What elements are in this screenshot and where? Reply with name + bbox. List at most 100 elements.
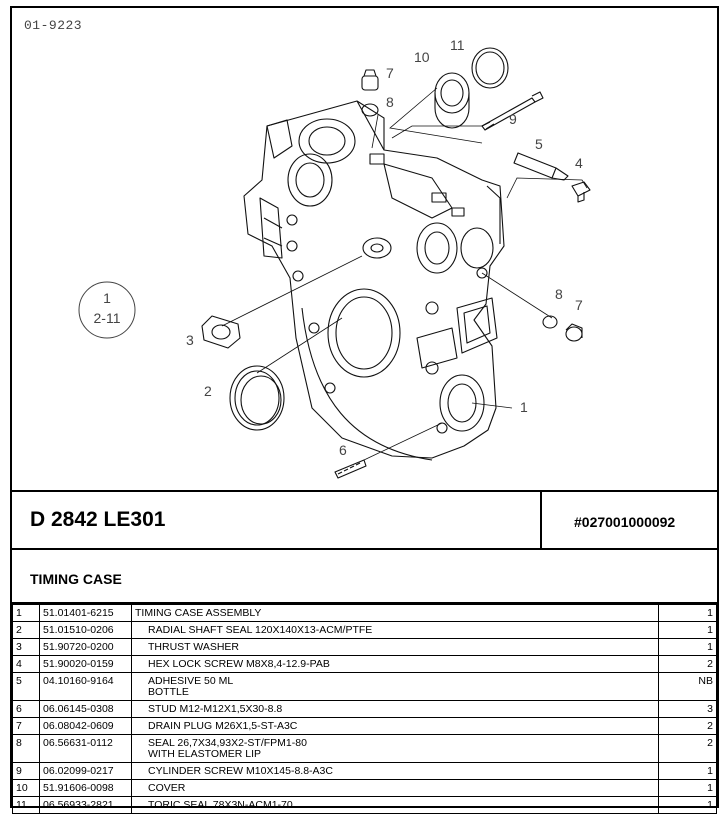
description-line: TIMING CASE ASSEMBLY (135, 607, 262, 619)
part-position: 8 (12, 734, 40, 763)
description-line: CYLINDER SCREW M10X145-8.8-A3C (148, 765, 333, 777)
callout-3: 3 (186, 332, 194, 348)
callout-1: 1 (520, 399, 528, 415)
title-divider (540, 492, 542, 548)
part-description: TORIC SEAL 78X3N-ACM1-70 (131, 796, 659, 814)
callout-7-right: 7 (575, 297, 583, 313)
part-position: 2 (12, 621, 40, 639)
callout-8-right: 8 (555, 286, 563, 302)
callout-8: 8 (386, 94, 394, 110)
callout-6: 6 (339, 442, 347, 458)
part-position: 5 (12, 672, 40, 701)
part-description: CYLINDER SCREW M10X145-8.8-A3C (131, 762, 659, 780)
callout-11: 11 (450, 37, 465, 53)
timing-case-illustration: 1 2-11 1 2 3 4 5 6 7 8 9 10 11 7 8 (78, 37, 591, 479)
description-line: STUD M12-M12X1,5X30-8.8 (148, 703, 283, 715)
part-number: 51.01401-6215 (39, 604, 132, 622)
radial-seal-part-2 (229, 365, 285, 431)
part-description: TIMING CASE ASSEMBLY (131, 604, 659, 622)
part-quantity: 1 (658, 779, 717, 797)
description-line: TORIC SEAL 78X3N-ACM1-70 (148, 799, 293, 811)
part-number: 06.06145-0308 (39, 700, 132, 718)
section-title: TIMING CASE (30, 571, 122, 587)
seal-part-8-top (361, 103, 379, 117)
part-position: 9 (12, 762, 40, 780)
description-line: ADHESIVE 50 ML (148, 675, 234, 687)
callout-10: 10 (414, 49, 430, 65)
part-number: 06.56933-2821 (39, 796, 132, 814)
callout-2: 2 (204, 383, 212, 399)
part-number: 06.56631-0112 (39, 734, 132, 763)
group-ref-top: 1 (103, 290, 111, 306)
thrust-washer-part-3 (201, 315, 241, 349)
toric-seal-part-11 (471, 47, 509, 89)
part-description: STUD M12-M12X1,5X30-8.8 (131, 700, 659, 718)
stud-part-6 (334, 459, 367, 479)
description-line: HEX LOCK SCREW M8X8,4-12.9-PAB (148, 658, 330, 670)
description-line: WITH ELASTOMER LIP (148, 748, 261, 760)
part-position: 1 (12, 604, 40, 622)
description-line: BOTTLE (148, 686, 189, 698)
part-description: RADIAL SHAFT SEAL 120X140X13-ACM/PTFE (131, 621, 659, 639)
callout-4: 4 (575, 155, 583, 171)
part-number: 06.02099-0217 (39, 762, 132, 780)
part-number: 06.08042-0609 (39, 717, 132, 735)
cover-part-10 (434, 72, 470, 129)
part-quantity: 1 (658, 621, 717, 639)
part-quantity: 1 (658, 604, 717, 622)
part-description: DRAIN PLUG M26X1,5-ST-A3C (131, 717, 659, 735)
description-line: DRAIN PLUG M26X1,5-ST-A3C (148, 720, 298, 732)
model-title: D 2842 LE301 (30, 508, 166, 531)
document-number: #027001000092 (574, 514, 676, 530)
part-quantity: 1 (658, 762, 717, 780)
hex-screw-part-4 (571, 181, 591, 197)
part-description: COVER (131, 779, 659, 797)
callout-7: 7 (386, 65, 394, 81)
drain-plug-part-7-top (361, 69, 379, 91)
seal-part-8-right (542, 315, 558, 329)
description-line: COVER (148, 782, 186, 794)
exploded-view-drawing: 01-9223 (12, 8, 717, 492)
part-position: 3 (12, 638, 40, 656)
drain-plug-part-7-right (565, 323, 583, 342)
part-quantity: 2 (658, 717, 717, 735)
part-quantity: 3 (658, 700, 717, 718)
part-position: 11 (12, 796, 40, 814)
part-quantity: NB (658, 672, 717, 701)
group-ref-badge: 1 2-11 (78, 281, 136, 339)
part-position: 10 (12, 779, 40, 797)
part-description: THRUST WASHER (131, 638, 659, 656)
part-number: 04.10160-9164 (39, 672, 132, 701)
part-quantity: 2 (658, 655, 717, 673)
part-position: 7 (12, 717, 40, 735)
adhesive-tube-part-5 (513, 152, 557, 179)
section-row: TIMING CASE (12, 550, 717, 604)
callout-9: 9 (509, 111, 517, 127)
title-row: D 2842 LE301 #027001000092 (12, 492, 717, 550)
timing-case-housing (243, 100, 505, 459)
part-number: 51.01510-0206 (39, 621, 132, 639)
part-number: 51.90020-0159 (39, 655, 132, 673)
part-number: 51.90720-0200 (39, 638, 132, 656)
description-line: SEAL 26,7X34,93X2-ST/FPM1-80 (148, 737, 307, 749)
part-quantity: 1 (658, 796, 717, 814)
part-position: 6 (12, 700, 40, 718)
part-description: HEX LOCK SCREW M8X8,4-12.9-PAB (131, 655, 659, 673)
description-line: RADIAL SHAFT SEAL 120X140X13-ACM/PTFE (148, 624, 373, 636)
parts-sheet: 01-9223 (10, 6, 719, 814)
drawing-ref-code: 01-9223 (24, 18, 83, 33)
